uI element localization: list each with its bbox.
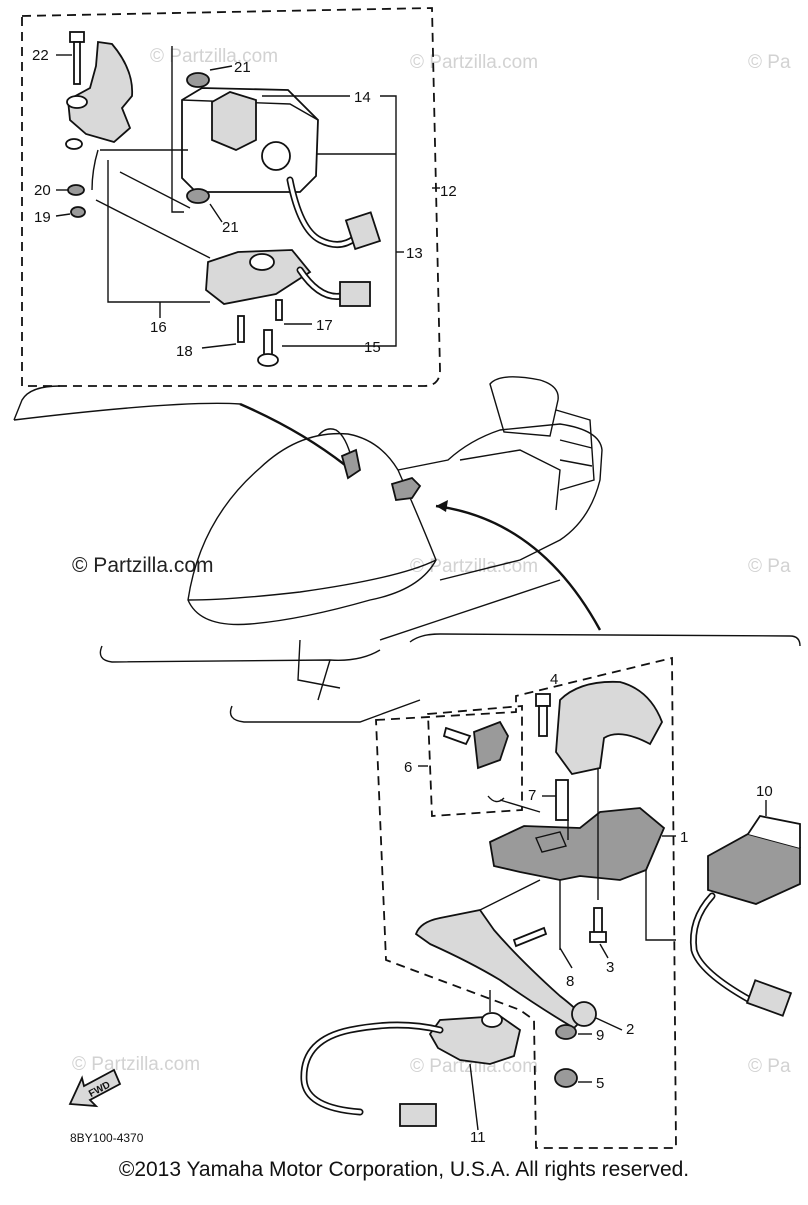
snowmobile-illustration [99, 376, 603, 723]
watermark-mid-center: © Partzilla.com [410, 556, 538, 577]
diagram-code: 8BY100-4370 [70, 1131, 144, 1145]
watermark-bottom-left: © Partzilla.com [72, 1054, 200, 1075]
callout-2: 2 [626, 1021, 634, 1038]
handlebar-switch-marker [340, 448, 362, 480]
callout-15: 15 [364, 339, 381, 356]
callout-10: 10 [756, 783, 773, 800]
top-inset-leader-arrow [239, 402, 346, 466]
callout-21-bottom: 21 [222, 219, 239, 236]
fwd-arrow: FWD [68, 1068, 122, 1108]
lower-switch-body [205, 249, 312, 305]
bolt-22-icon [69, 31, 85, 85]
bolt-4-icon [535, 693, 551, 737]
snowmobile-ski-right [229, 699, 421, 723]
bolt-3-icon [589, 907, 607, 943]
snowmobile-seat [397, 423, 603, 581]
callout-6: 6 [404, 759, 412, 776]
bottom-inset-leader-arrow [435, 504, 602, 631]
screw-18-icon [237, 315, 245, 343]
watermark-primary: © Partzilla.com [72, 554, 214, 577]
watermark-mid-right: © Pa [748, 556, 791, 577]
top-inset-callout-base [13, 385, 241, 421]
callout-5: 5 [596, 1075, 604, 1092]
screw-17-icon [275, 299, 283, 321]
top-inset-dashed-border [21, 7, 441, 387]
callout-17: 17 [316, 317, 333, 334]
screw-15-icon [257, 329, 279, 367]
housing-connector-icon [344, 211, 382, 251]
watermark-group: © Partzilla.com © Pa © Partzilla.com © P… [72, 46, 791, 1077]
throttle-sensor [428, 1015, 522, 1065]
callout-18: 18 [176, 343, 193, 360]
screw-8-icon [512, 926, 548, 948]
washer-20-icon [67, 184, 85, 196]
switch-6-icon [442, 720, 509, 803]
throttle-housing [489, 807, 666, 881]
mounting-bracket [67, 40, 134, 143]
snowmobile-track [379, 579, 561, 641]
collar-7-icon [555, 779, 569, 821]
washer-19-icon [70, 206, 86, 218]
bottom-inset: 6 4 7 1 3 [300, 633, 801, 1149]
watermark-bottom-center: © Partzilla.com [410, 1056, 538, 1077]
lever-end-knob-icon [571, 1001, 597, 1027]
callout-11: 11 [470, 1129, 486, 1146]
callout-20: 20 [34, 182, 51, 199]
callout-22: 22 [32, 47, 49, 64]
callout-3: 3 [606, 959, 614, 976]
fwd-arrow-icon [68, 1068, 122, 1108]
callout-16: 16 [150, 319, 167, 336]
sensor-connector-icon [399, 1103, 437, 1127]
subassembly-6-dashed-border [427, 705, 523, 817]
callout-12: 12 [440, 183, 457, 200]
watermark-top-left: © Partzilla.com [150, 46, 278, 67]
bottom-inset-dashed-border [375, 656, 677, 1149]
snowmobile-hood [187, 432, 437, 626]
collar-21-top-icon [186, 72, 210, 88]
throttle-marker [390, 476, 422, 501]
copyright-notice: ©2013 Yamaha Motor Corporation, U.S.A. A… [118, 1158, 690, 1181]
throttle-lever [414, 909, 586, 1030]
snowmobile-backrest [489, 376, 559, 437]
heater-unit-connector-icon [745, 979, 793, 1017]
callout-19: 19 [34, 209, 51, 226]
switch-knob-icon [211, 91, 257, 151]
collar-21-bottom-icon [186, 188, 210, 204]
watermark-bottom-right: © Pa [748, 1056, 791, 1077]
callout-14: 14 [354, 89, 371, 106]
bottom-inset-callout-base [409, 633, 801, 647]
callout-7: 7 [528, 787, 536, 804]
washer-9-icon [555, 1024, 577, 1040]
bracket-hole-icon [66, 95, 88, 109]
watermark-top-center: © Partzilla.com [410, 52, 538, 73]
top-inset: 22 20 19 21 21 14 15 13 [13, 7, 457, 466]
callout-1: 1 [680, 829, 688, 846]
callout-4: 4 [550, 671, 558, 688]
callout-8: 8 [566, 973, 574, 990]
nut-5-icon [554, 1068, 578, 1088]
heater-unit-10-icon [707, 814, 801, 905]
callout-9: 9 [596, 1027, 604, 1044]
throttle-cap [555, 680, 663, 776]
watermark-top-right: © Pa [748, 52, 791, 73]
callout-21-top: 21 [234, 59, 251, 76]
callout-13: 13 [406, 245, 423, 262]
snowmobile-ski-left [99, 645, 381, 663]
lower-switch-connector-icon [339, 281, 371, 307]
